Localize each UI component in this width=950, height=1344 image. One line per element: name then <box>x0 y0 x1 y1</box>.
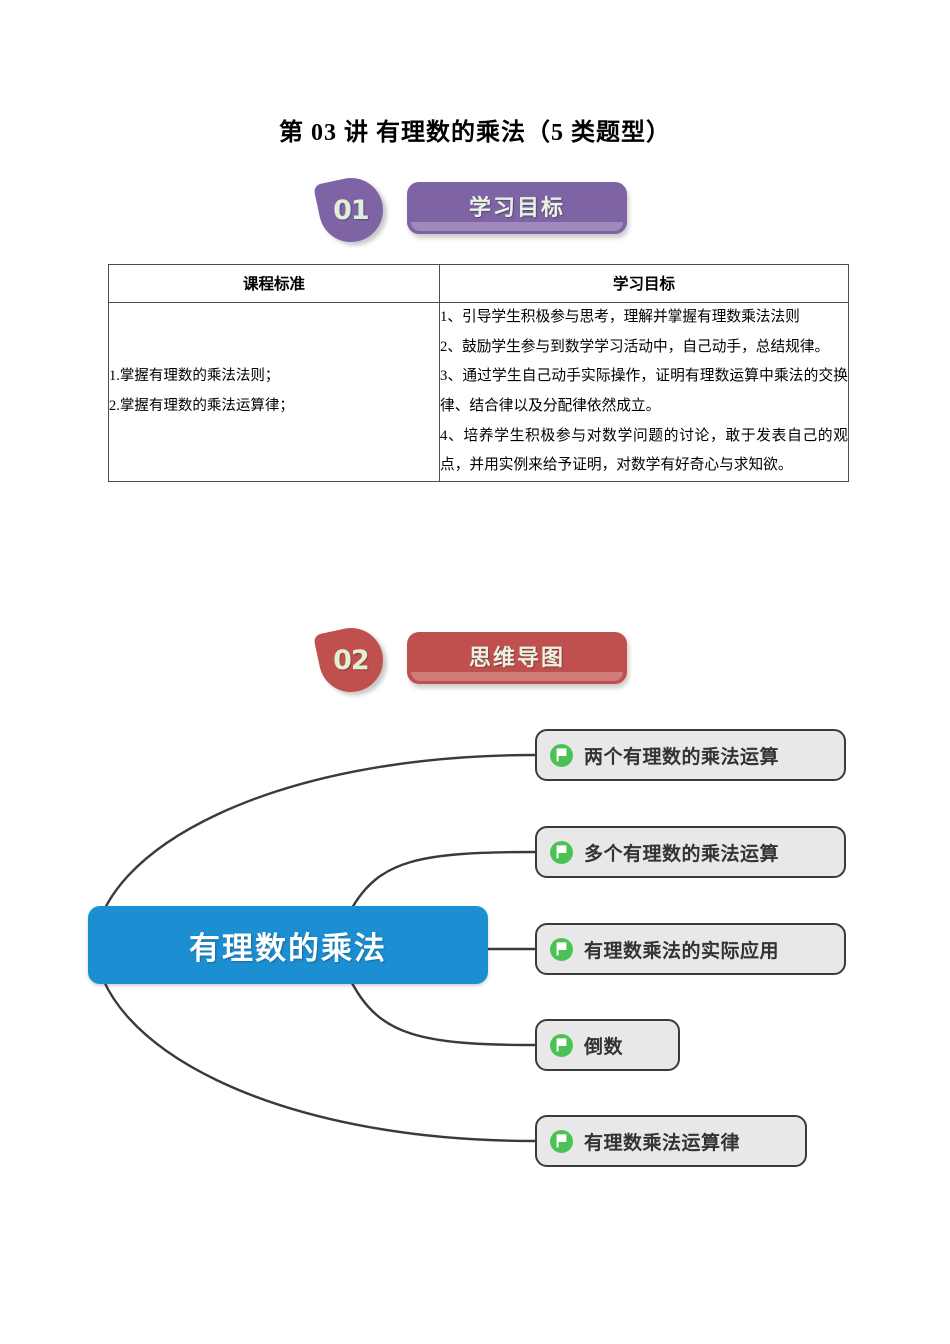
mindmap-node-label: 有理数乘法的实际应用 <box>584 939 780 962</box>
mindmap-node-5: 有理数乘法运算律 <box>535 1115 807 1167</box>
mindmap-node-4: 倒数 <box>535 1019 680 1071</box>
flag-icon <box>550 1033 573 1057</box>
mindmap-node-2: 多个有理数的乘法运算 <box>535 826 846 878</box>
flag-icon <box>550 1129 573 1153</box>
course-standard-cell: 1.掌握有理数的乘法法则； 2.掌握有理数的乘法运算律； <box>108 301 440 483</box>
table-header-row: 课程标准 学习目标 <box>108 264 849 303</box>
mindmap-node-1: 两个有理数的乘法运算 <box>535 729 846 781</box>
section-badge-01: 01 学习目标 <box>0 172 950 248</box>
section-title-pill-02: 思维导图 <box>407 632 627 684</box>
section-title-pill-01: 学习目标 <box>407 182 627 234</box>
flag-icon <box>550 840 573 864</box>
learning-goals-cell: 1、引导学生积极参与思考，理解并掌握有理数乘法法则 2、鼓励学生参与到数学学习活… <box>439 301 849 483</box>
section-number-circle-02: 02 <box>313 622 389 698</box>
mindmap-root-label: 有理数的乘法 <box>189 930 387 967</box>
mindmap-node-3: 有理数乘法的实际应用 <box>535 923 846 975</box>
connector-1 <box>93 753 536 946</box>
learning-goal-item: 1、引导学生积极参与思考，理解并掌握有理数乘法法则 <box>440 309 800 325</box>
mindmap-node-label: 有理数乘法运算律 <box>584 1131 741 1154</box>
section-number-circle-01: 01 <box>313 172 389 248</box>
learning-goal-item: 2、鼓励学生参与到数学学习活动中，自己动手，总结规律。 <box>440 338 830 355</box>
mindmap-node-label: 倒数 <box>584 1035 624 1058</box>
section-title-02: 思维导图 <box>468 646 565 671</box>
mindmap-node-label: 两个有理数的乘法运算 <box>584 745 780 768</box>
learning-goals-table: 课程标准 学习目标 1.掌握有理数的乘法法则； 2.掌握有理数的乘法运算律； 1… <box>108 264 849 483</box>
learning-goal-item: 3、通过学生自己动手实际操作，证明有理数运算中乘法的交换律、结合律以及分配律依然… <box>440 368 848 415</box>
mindmap-connectors <box>93 753 536 1143</box>
section-number-02: 02 <box>333 644 369 676</box>
pill-sheen <box>411 222 623 231</box>
table-header-standard: 课程标准 <box>108 264 440 303</box>
table-header-goals: 学习目标 <box>439 264 849 303</box>
mindmap-diagram: 有理数的乘法 两个有理数的乘法运算 多个有理数的乘法运算 有理数乘法的实际应用 … <box>0 700 950 1200</box>
connector-4 <box>350 982 536 1047</box>
connector-5 <box>93 944 536 1143</box>
pill-sheen <box>411 672 623 681</box>
mindmap-node-label: 多个有理数的乘法运算 <box>584 842 780 865</box>
section-number-01: 01 <box>333 194 369 226</box>
section-badge-02: 02 思维导图 <box>0 622 950 698</box>
connector-2 <box>350 850 536 909</box>
section-title-01: 学习目标 <box>468 196 565 221</box>
mindmap-root-node: 有理数的乘法 <box>88 906 488 984</box>
course-standard-item: 2.掌握有理数的乘法运算律； <box>109 398 294 415</box>
learning-goal-item: 4、培养学生积极参与对数学问题的讨论，敢于发表自己的观点，并用实例来给予证明，对… <box>440 427 848 474</box>
table-body-row: 1.掌握有理数的乘法法则； 2.掌握有理数的乘法运算律； 1、引导学生积极参与思… <box>108 301 849 483</box>
flag-icon <box>550 743 573 767</box>
flag-icon <box>550 937 573 961</box>
course-standard-item: 1.掌握有理数的乘法法则； <box>109 368 280 385</box>
page-title: 第 03 讲 有理数的乘法（5 类题型） <box>279 120 671 146</box>
